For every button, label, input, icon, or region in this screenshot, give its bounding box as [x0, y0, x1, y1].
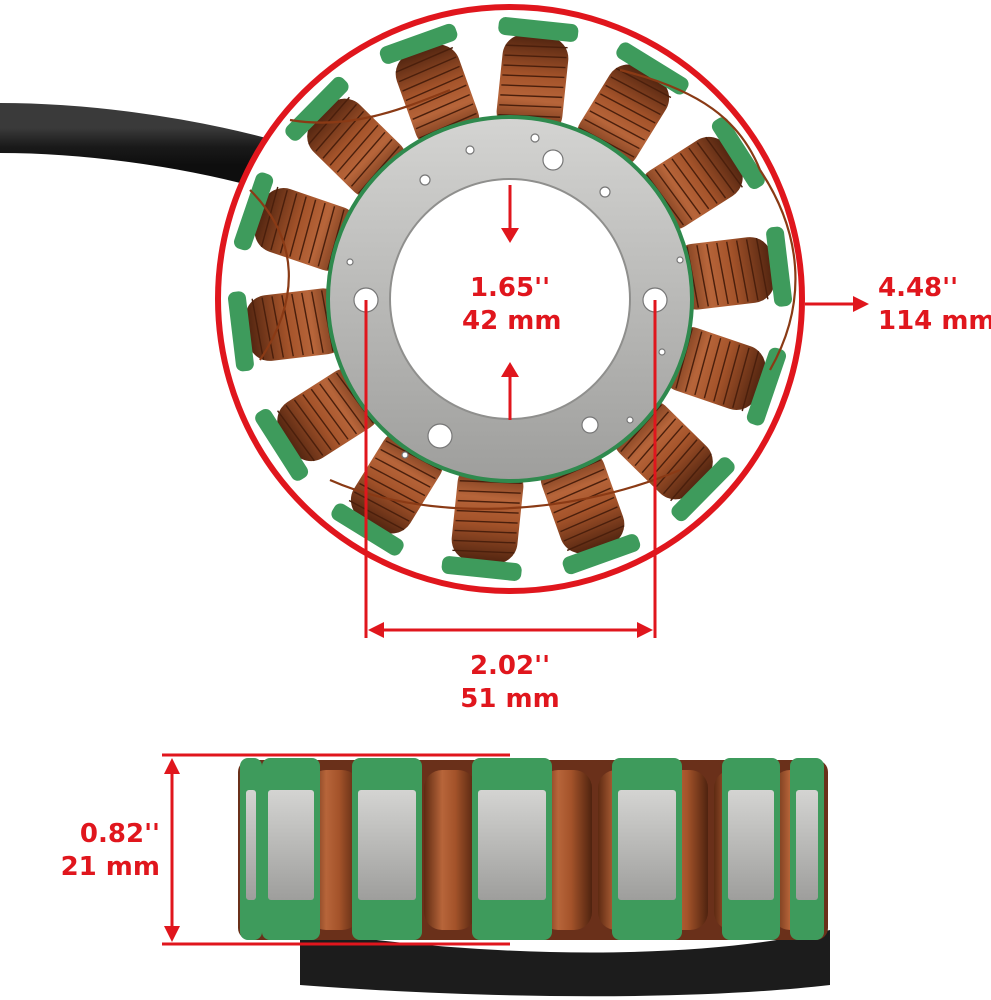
side-pole-face	[796, 790, 818, 900]
side-pole-face	[478, 790, 546, 900]
hole-spacing-label: 2.02'' 51 mm	[460, 650, 560, 716]
side-pole-face	[728, 790, 774, 900]
mounting-hole	[626, 416, 634, 424]
lead-wires	[249, 68, 797, 510]
inner-diameter-mm: 42 mm	[462, 306, 562, 336]
hole-spacing-arrowhead-left	[368, 622, 384, 638]
wire-harness-cable	[0, 103, 295, 190]
thickness-label: 0.82'' 21 mm	[40, 818, 160, 884]
inner-diameter-label: 1.65'' 42 mm	[462, 272, 562, 338]
mounting-hole	[658, 348, 666, 356]
stator-side-view	[238, 758, 830, 997]
thickness-arrowhead-top	[164, 758, 180, 774]
stator-core-ring	[326, 115, 694, 483]
mounting-hole	[419, 174, 431, 186]
mounting-hole	[581, 416, 599, 434]
mounting-hole	[676, 256, 684, 264]
side-pole-face	[268, 790, 314, 900]
side-coil	[308, 770, 360, 930]
outer-diameter-label: 4.48'' 114 mm	[878, 272, 991, 338]
side-coil	[424, 770, 476, 930]
outer-diameter-mm: 114 mm	[878, 306, 991, 336]
thickness-arrowhead-bottom	[164, 926, 180, 942]
stator-pole	[233, 172, 359, 273]
mounting-holes	[346, 133, 684, 459]
mounting-hole	[346, 258, 354, 266]
highlight-circle	[215, 4, 805, 594]
side-pole-face	[618, 790, 676, 900]
inner-diameter-inch: 1.65''	[469, 273, 551, 303]
outer-diameter-inch: 4.48''	[878, 273, 959, 303]
mounting-hole	[427, 423, 453, 449]
inner-diameter-arrowhead-down	[501, 228, 519, 243]
side-poles	[240, 758, 824, 940]
inner-diameter-arrowhead-up	[501, 362, 519, 377]
mounting-hole	[465, 145, 475, 155]
hole-spacing-mm: 51 mm	[460, 684, 560, 714]
mounting-hole	[401, 451, 409, 459]
side-coil	[540, 770, 592, 930]
mounting-hole	[542, 149, 564, 171]
mounting-hole	[599, 186, 611, 198]
hole-spacing-inch: 2.02''	[469, 651, 551, 681]
dimension-lines	[162, 185, 869, 946]
thickness-inch: 0.82''	[79, 819, 160, 849]
side-pole-face	[358, 790, 416, 900]
side-pole-face	[246, 790, 256, 900]
stator-pole	[661, 325, 787, 426]
mounting-hole	[530, 133, 540, 143]
outer-diameter-arrowhead	[853, 296, 869, 312]
thickness-mm: 21 mm	[60, 852, 160, 882]
hole-spacing-arrowhead-right	[637, 622, 653, 638]
stator-pole	[441, 461, 524, 581]
